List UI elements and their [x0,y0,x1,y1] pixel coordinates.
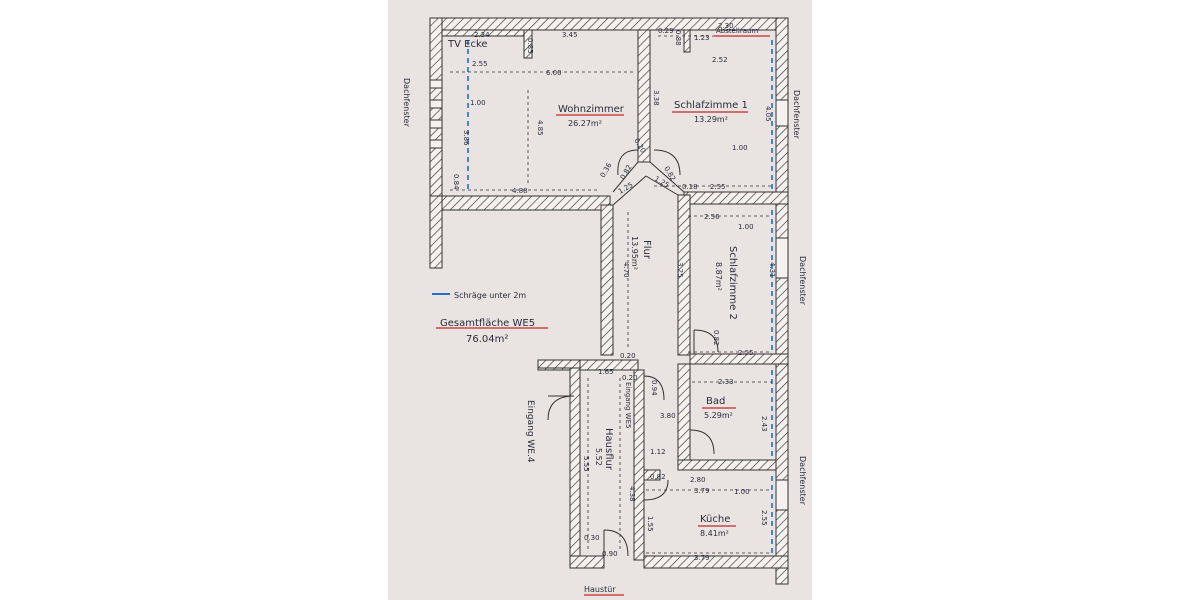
dim-label: 0.90 [602,550,618,558]
dim-label: 3.80 [660,412,676,420]
dim-label: 4.85 [536,120,544,136]
dim-label: 1.00 [734,488,750,496]
dim-label: 2.56 [704,213,720,221]
total-area-label: Gesamtfläche WE5 [440,318,535,329]
dachfenster-right3-label: Dachfenster [798,456,807,506]
dim-label: 2.52 [712,56,728,64]
dim-label: 1.23 [694,34,710,42]
dim-label: 1.12 [650,448,666,456]
dim-label: 1.55 [646,516,654,532]
dim-label: 1.65 [598,368,614,376]
dim-label: 4.88 [512,187,528,195]
dim-label: 2.55 [472,60,488,68]
dim-label: 0.18 [682,183,698,191]
walls [429,17,789,585]
room-kueche-area: 8.41m² [700,529,729,538]
dim-label: 0.82 [650,473,666,481]
entrance-we5-label: Eingang WE5 [624,382,632,428]
dim-label: 5.55 [582,456,590,472]
dachfenster-left-label: Dachfenster [402,78,411,128]
room-schlafzimmer1-name: Schlafzimme 1 [674,100,748,111]
dim-label: 0.94 [650,380,658,396]
room-schlafzimmer2-name: Schlafzimme 2 [727,246,738,320]
room-hausflur-name: Hausflur [603,428,614,471]
dim-label: 1.00 [738,223,754,231]
dim-label: 0.85 [526,38,534,54]
flur-entrance [612,149,685,206]
doors [547,329,719,557]
dim-label: 3.45 [562,31,578,39]
room-bad-name: Bad [706,396,725,407]
dim-label: 0.82 [712,330,720,346]
room-abstellraum: Abstellraum [716,27,758,35]
dim-label: 0.84 [452,174,460,190]
dim-label: 1.00 [470,99,486,107]
dim-label: 0.20 [620,352,636,360]
dim-label: 0.88 [674,30,682,46]
dim-label: 2.30 [718,22,734,30]
room-kueche-name: Küche [700,514,730,525]
dim-label: 0.20 [622,374,638,382]
dachfenster-right2-label: Dachfenster [798,256,807,306]
dim-label: 3.79 [694,487,710,495]
floor-plan-sheet: TV Ecke Abstellraum Wohnzimmer 26.27m² S… [388,0,812,600]
room-wohnzimmer-area: 26.27m² [568,119,602,128]
floor-plan-drawing: TV Ecke Abstellraum Wohnzimmer 26.27m² S… [388,0,812,600]
total-area-value: 76.04m² [466,334,508,345]
dim-label: 2.55 [760,510,768,526]
dim-label: 3.25 [676,262,684,278]
dim-label: 4.38 [628,486,636,502]
dim-label: 2.80 [690,476,706,484]
dim-label: 2.55 [710,183,726,191]
dim-label: 4.70 [622,262,630,278]
room-flur-name: Flur [641,240,652,260]
dim-label: 4.05 [764,106,772,122]
legend-slope-text: Schräge unter 2m [454,291,526,300]
paper-background [388,0,812,600]
dachfenster-right1-label: Dachfenster [792,90,801,140]
haustuer-label: Haustür [584,585,616,594]
dim-label: 0.29 [658,27,674,35]
room-schlafzimmer1-area: 13.29m² [694,115,728,124]
dim-label: 3.86 [462,130,470,146]
dim-label: 3.38 [652,90,660,106]
room-hausflur-area: 5.52 [594,448,603,466]
dim-label: 0.30 [584,534,600,542]
dim-label: 2.43 [760,416,768,432]
dim-label: 2.55 [738,349,754,357]
dim-label: 1.00 [732,144,748,152]
room-bad-area: 5.29m² [704,411,733,420]
title-underlines [436,35,770,527]
dim-label: 6.00 [546,69,562,77]
room-flur-area: 13.95m² [630,236,639,270]
dim-label: 3.79 [694,554,710,562]
slope-lines [432,40,773,554]
room-wohnzimmer-name: Wohnzimmer [558,104,625,115]
room-schlafzimmer2-area: 8.87m² [714,262,723,291]
dim-label: 4.31 [768,262,776,278]
room-tv-ecke: TV Ecke [447,39,488,50]
dim-label: 2.34 [474,31,490,39]
entrance-we4-label: Eingang WE.4 [525,400,535,463]
dim-label: 2.33 [718,378,734,386]
